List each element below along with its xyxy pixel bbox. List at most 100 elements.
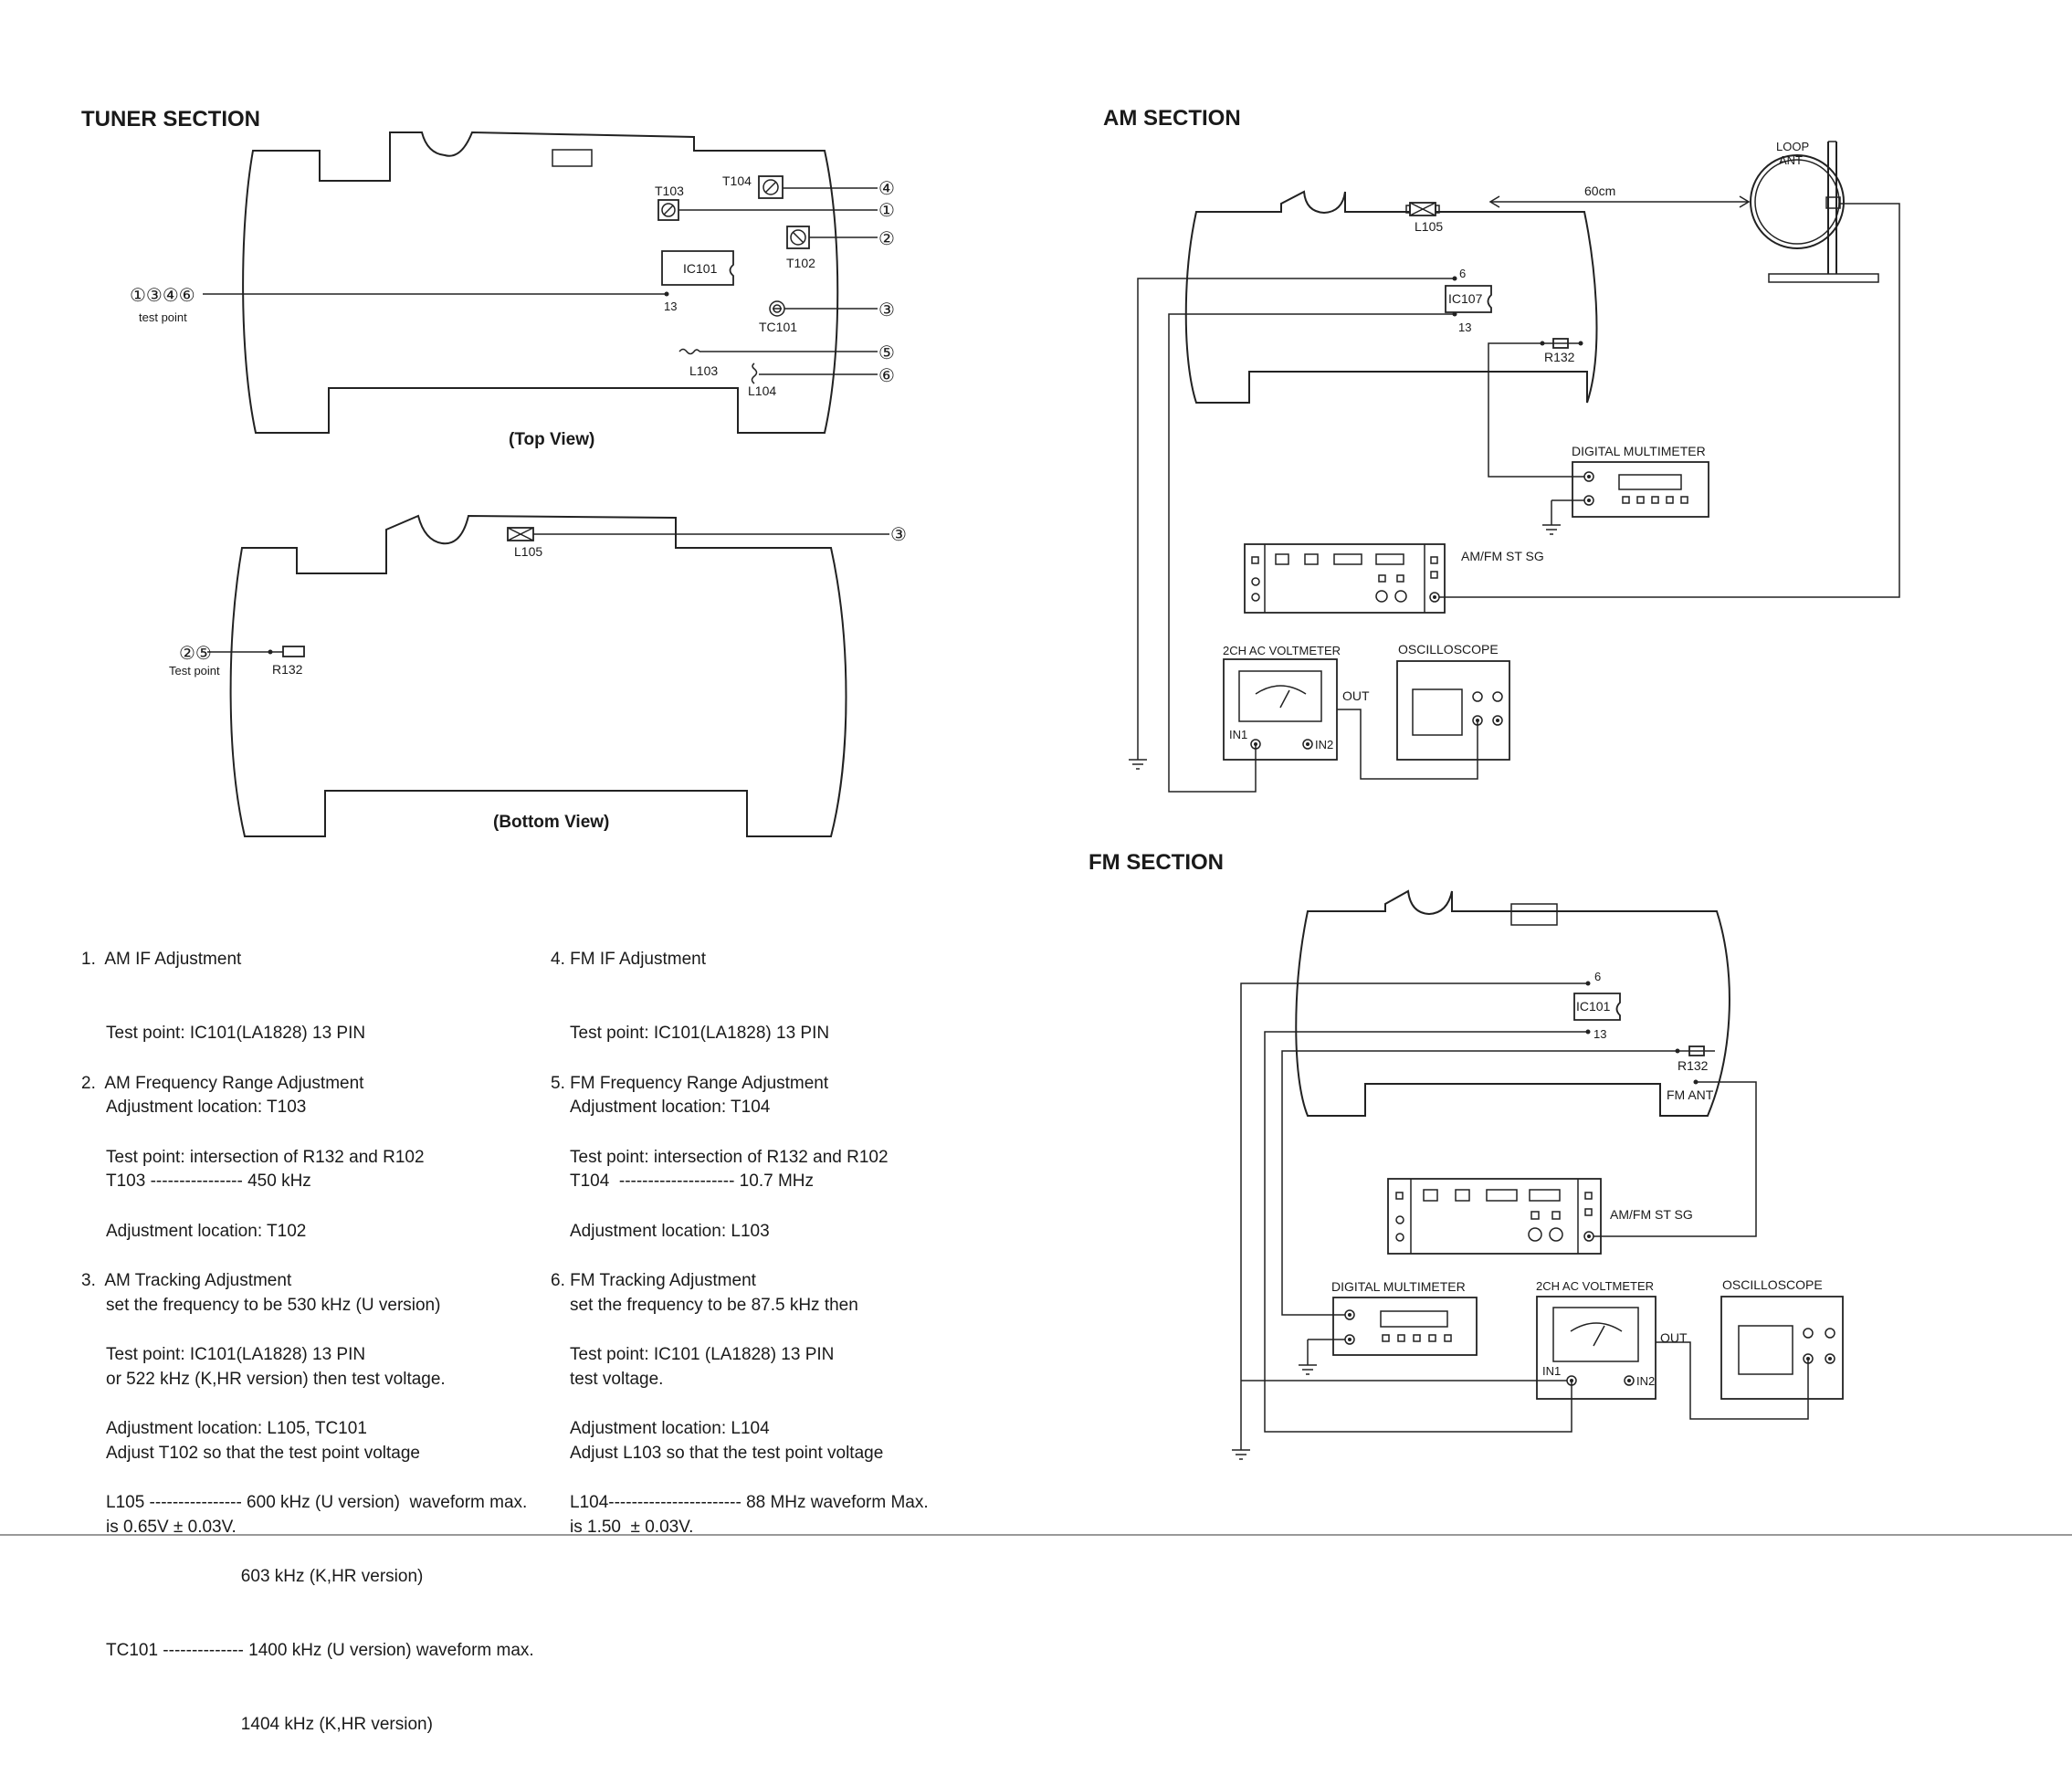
tc101-label: TC101 — [759, 320, 797, 334]
note-line: L104----------------------- 88 MHz wavef… — [570, 1493, 929, 1512]
am-in2-label: IN2 — [1315, 738, 1333, 751]
loop-ant-label-1: LOOP — [1776, 140, 1809, 153]
note-line: TC101 -------------- 1400 kHz (U version… — [106, 1641, 534, 1660]
l105-label-bottom: L105 — [514, 544, 542, 559]
fm-in1-label: IN1 — [1542, 1364, 1561, 1378]
am-ic107-label: IC107 — [1448, 291, 1483, 306]
t103-coil — [657, 199, 679, 221]
note-2: 2. AM Frequency Range Adjustment Test po… — [81, 1022, 446, 1589]
r132-test-point — [268, 649, 273, 655]
am-signal-generator — [1244, 543, 1446, 614]
note-heading: 6. FM Tracking Adjustment — [551, 1271, 756, 1290]
note-heading: 5. FM Frequency Range Adjustment — [551, 1074, 829, 1093]
note-line: Test point: intersection of R132 and R10… — [570, 1148, 889, 1167]
fm-oscilloscope — [1720, 1296, 1844, 1400]
note-line: Test point: IC101 (LA1828) 13 PIN — [570, 1345, 835, 1364]
fm-pin13-label: 13 — [1593, 1027, 1606, 1041]
loop-ant-label-2: ANT — [1779, 153, 1803, 167]
t102-coil — [786, 226, 810, 249]
marker-3-top: ③ — [878, 300, 895, 320]
fm-dmm — [1332, 1297, 1478, 1356]
am-ic107-chip — [1445, 285, 1492, 313]
am-wiring — [1129, 203, 1900, 793]
t102-label: T102 — [786, 256, 815, 270]
r132-resistor-bottom — [282, 646, 305, 657]
fm-dmm-ground — [1299, 1339, 1345, 1375]
fm-oscilloscope-label: OSCILLOSCOPE — [1722, 1277, 1823, 1292]
note-line: L105 ---------------- 600 kHz (U version… — [106, 1493, 528, 1512]
note-line: is 0.65V ± 0.03V. — [106, 1518, 237, 1537]
top-view-board — [242, 131, 839, 434]
note-line: Adjustment location: T102 — [106, 1222, 307, 1241]
t104-label: T104 — [722, 173, 752, 188]
note-line: T103 ---------------- 450 kHz — [106, 1171, 311, 1191]
bottom-view-board — [229, 514, 847, 837]
fm-in2-label: IN2 — [1636, 1374, 1655, 1388]
note-line: 1404 kHz (K,HR version) — [106, 1715, 433, 1734]
fm-ic101-chip — [1573, 993, 1621, 1021]
note-line: Adjustment location: L104 — [570, 1419, 770, 1438]
am-dmm-label: DIGITAL MULTIMETER — [1572, 444, 1706, 458]
ic101-label: IC101 — [683, 261, 718, 276]
am-board — [1184, 190, 1598, 404]
am-out-label: OUT — [1342, 688, 1370, 703]
fm-dmm-label: DIGITAL MULTIMETER — [1331, 1279, 1466, 1294]
note-line: Adjustment location: T104 — [570, 1098, 771, 1117]
am-pin13-label: 13 — [1458, 320, 1471, 334]
l104-coil — [751, 362, 758, 384]
am-pin6-label: 6 — [1459, 267, 1466, 280]
note-line: Test point: IC101(LA1828) 13 PIN — [570, 1024, 830, 1043]
marker-1: ① — [878, 201, 895, 221]
marker-3-bottom: ③ — [890, 525, 907, 545]
bottom-view-caption: (Bottom View) — [493, 813, 609, 832]
t104-coil — [758, 175, 784, 199]
am-dmm — [1572, 461, 1709, 518]
fm-signal-generator — [1387, 1178, 1602, 1255]
note-3: 3. AM Tracking Adjustment Test point: IC… — [81, 1219, 534, 1786]
note-line: 603 kHz (K,HR version) — [106, 1567, 424, 1586]
note-line: Adjust T102 so that the test point volta… — [106, 1444, 420, 1463]
test-point-bottom-label: Test point — [169, 664, 220, 678]
am-oscilloscope-label: OSCILLOSCOPE — [1398, 642, 1499, 657]
marker-2: ② — [878, 229, 895, 249]
fm-voltmeter-label: 2CH AC VOLTMETER — [1536, 1279, 1654, 1293]
note-heading: 3. AM Tracking Adjustment — [81, 1271, 292, 1290]
fm-voltmeter — [1536, 1296, 1657, 1400]
fm-wiring — [1232, 982, 1809, 1460]
l105-coil-bottom — [507, 527, 534, 541]
fm-ic101-label: IC101 — [1576, 999, 1611, 1014]
fm-out-label: OUT — [1660, 1330, 1688, 1345]
am-in1-label: IN1 — [1229, 728, 1247, 741]
note-1: 1. AM IF Adjustment Test point: IC101(LA… — [81, 898, 365, 1243]
am-oscilloscope — [1396, 660, 1510, 761]
test-point-top-label: test point — [139, 310, 187, 324]
marker-5: ⑤ — [878, 343, 895, 363]
am-sg-label: AM/FM ST SG — [1461, 549, 1544, 563]
note-line: or 522 kHz (K,HR version) then test volt… — [106, 1370, 446, 1389]
r132-label-bottom: R132 — [272, 662, 303, 677]
fm-r132-label: R132 — [1678, 1058, 1709, 1073]
t103-label: T103 — [655, 184, 684, 198]
marker-4: ④ — [878, 179, 895, 199]
fm-sg-label: AM/FM ST SG — [1610, 1207, 1693, 1222]
am-voltmeter-label: 2CH AC VOLTMETER — [1223, 644, 1341, 657]
note-6: 6. FM Tracking Adjustment Test point: IC… — [551, 1219, 929, 1564]
note-line: Adjustment location: L105, TC101 — [106, 1419, 367, 1438]
am-l105-coil — [1405, 202, 1440, 216]
note-5: 5. FM Frequency Range Adjustment Test po… — [551, 1022, 889, 1589]
top-view-cutout — [552, 149, 593, 167]
l103-label: L103 — [689, 363, 718, 378]
ic101-pin13-label: 13 — [664, 299, 677, 313]
note-line: test voltage. — [570, 1370, 664, 1389]
note-line: Adjustment location: T103 — [106, 1098, 307, 1117]
l104-label: L104 — [748, 383, 776, 398]
note-line: Test point: intersection of R132 and R10… — [106, 1148, 425, 1167]
note-4: 4. FM IF Adjustment Test point: IC101(LA… — [551, 898, 829, 1243]
top-view-caption: (Top View) — [509, 430, 594, 449]
note-heading: 4. FM IF Adjustment — [551, 950, 706, 969]
tc101-trimmer — [769, 300, 785, 317]
am-dmm-ground — [1542, 499, 1584, 535]
marker-6: ⑥ — [878, 366, 895, 386]
note-line: set the frequency to be 530 kHz (U versi… — [106, 1296, 441, 1315]
note-line: Test point: IC101(LA1828) 13 PIN — [106, 1345, 366, 1364]
